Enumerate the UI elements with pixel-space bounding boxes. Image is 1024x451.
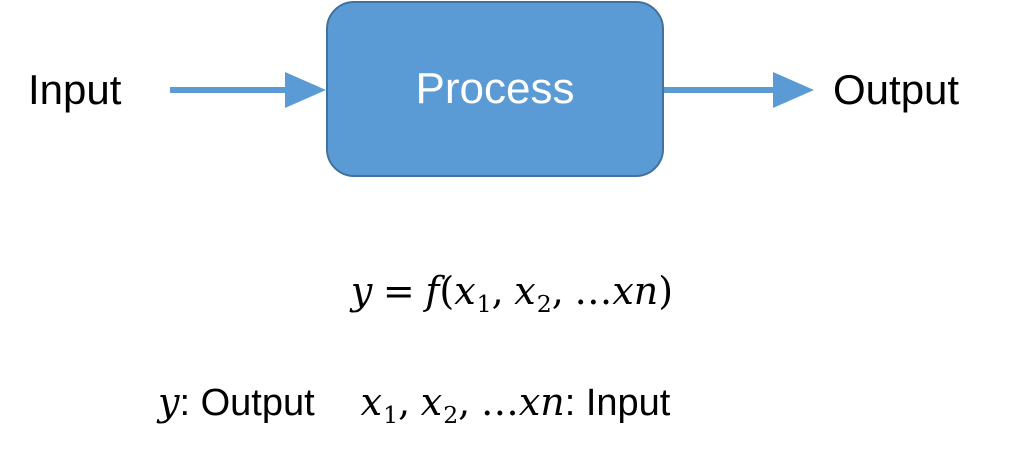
formula-open-paren: ( bbox=[439, 269, 455, 313]
legend-xn: xn bbox=[518, 380, 565, 424]
process-box: Process bbox=[326, 1, 664, 177]
legend-x2-subscript: 2 bbox=[443, 400, 459, 429]
formula-xn: xn bbox=[612, 269, 659, 313]
legend-comma-2: , bbox=[458, 380, 471, 424]
formula-equals: = bbox=[382, 269, 415, 313]
formula-x2: x bbox=[514, 269, 536, 313]
formula-comma-2: , bbox=[551, 269, 564, 313]
formula-f: f bbox=[425, 269, 440, 313]
legend-y-description: : Output bbox=[179, 382, 315, 424]
formula-ellipsis: … bbox=[574, 269, 613, 313]
formula-y: y bbox=[350, 269, 373, 313]
formula: y = f(x1, x2, …xn) bbox=[0, 269, 1024, 315]
legend-x1-subscript: 1 bbox=[383, 400, 399, 429]
input-label: Input bbox=[28, 66, 122, 113]
legend-x-description: : Input bbox=[564, 382, 671, 424]
formula-x2-subscript: 2 bbox=[536, 289, 552, 318]
legend-x2: x bbox=[420, 380, 443, 424]
output-label: Output bbox=[833, 66, 960, 113]
input-arrow bbox=[170, 72, 326, 108]
formula-close-paren: ) bbox=[658, 269, 674, 313]
legend-y-symbol: y bbox=[158, 380, 180, 424]
legend-comma-1: , bbox=[398, 380, 411, 424]
formula-x1: x bbox=[454, 269, 476, 313]
legend-ellipsis: … bbox=[480, 380, 519, 424]
formula-x1-subscript: 1 bbox=[476, 289, 492, 318]
process-label: Process bbox=[415, 64, 575, 113]
output-arrow bbox=[664, 72, 814, 108]
formula-comma-1: , bbox=[491, 269, 504, 313]
legend-x1: x bbox=[360, 380, 383, 424]
